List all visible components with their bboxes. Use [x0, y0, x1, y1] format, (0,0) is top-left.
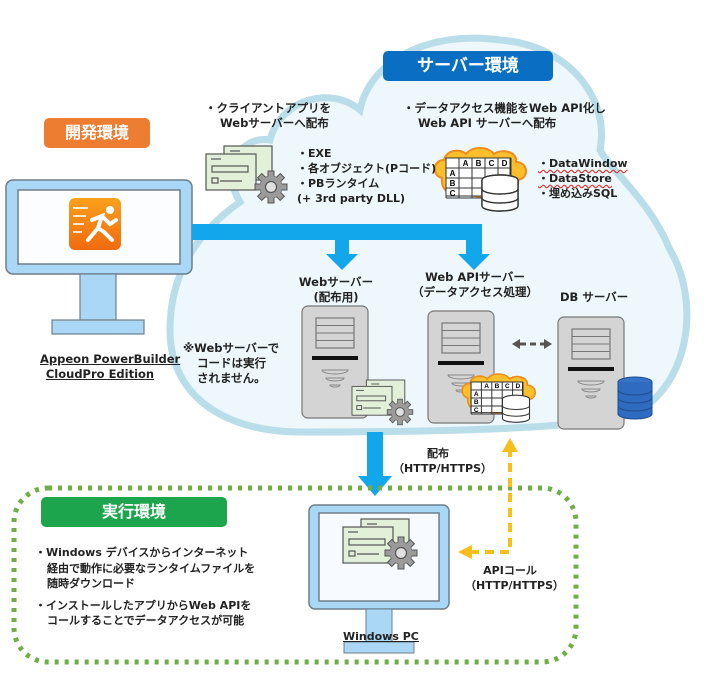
- note-line1: ※Webサーバーで: [183, 341, 280, 355]
- grid-col-header: D: [515, 383, 520, 390]
- client-deploy-title-line1: ・クライアントアプリを: [205, 101, 332, 115]
- deploy-label-line2: （HTTP/HTTPS）: [393, 462, 492, 475]
- client-deploy-list: ・EXE ・各オブジェクト(Pコード) ・PBランタイム (+ 3rd part…: [297, 146, 436, 206]
- grid-row-header: A: [450, 169, 456, 178]
- list-item: ・埋め込みSQL: [538, 187, 618, 200]
- grid-row-header: C: [474, 407, 479, 414]
- exec-bullet1-line1: ・Windows デバイスからインターネット: [35, 546, 249, 559]
- web-server-note: ※Webサーバーで コードは実行 されません。: [183, 341, 279, 386]
- list-item: ・EXE: [297, 147, 332, 160]
- exec-bullet2-line1: ・インストールしたアプリからWeb APIを: [35, 598, 252, 612]
- dev-env-badge: 開発環境: [44, 118, 150, 148]
- exec-bullet1-line2: 経由で動作に必要なランタイムファイルを: [47, 561, 256, 575]
- api-deploy-title-line2: Web API サーバーへ配布: [418, 116, 557, 130]
- note-line3: されません。: [197, 371, 266, 385]
- exec-env-border: [11, 485, 579, 665]
- dev-monitor: [5, 179, 193, 335]
- list-item: ・各オブジェクト(Pコード): [297, 162, 437, 175]
- database-icon: [481, 174, 519, 212]
- list-item: ・DataStore: [538, 172, 612, 185]
- web-server-label: Webサーバー (配布用): [296, 275, 376, 305]
- grid-col-header: C: [489, 159, 495, 168]
- grid-col-header: B: [495, 383, 500, 390]
- grid-col-header: D: [502, 159, 508, 168]
- deploy-arrows: [192, 224, 490, 496]
- grid-col-header: B: [476, 159, 482, 168]
- list-item: ・PBランタイム: [297, 177, 380, 190]
- webapi-server-label: Web APIサーバー （データアクセス処理）: [400, 270, 550, 300]
- db-server-label: DB サーバー: [560, 290, 629, 304]
- deploy-label-line1: 配布: [427, 447, 449, 460]
- grid-col-header: C: [505, 383, 510, 390]
- grid-row-header: B: [450, 179, 456, 188]
- api-call-label-line2: （HTTP/HTTPS）: [465, 579, 564, 592]
- server-env-badge: サーバー環境: [383, 51, 553, 81]
- grid-row-header: A: [474, 391, 479, 398]
- grid-row-header: C: [450, 189, 456, 198]
- exec-bullet1-line3: 随時ダウンロード: [47, 577, 135, 590]
- windows-pc-label: Windows PC: [343, 630, 419, 643]
- db-connection-arrow: [512, 339, 552, 349]
- list-item: (+ 3rd party DLL): [297, 192, 406, 205]
- dev-tool-label-line2: CloudPro Edition: [45, 367, 155, 381]
- api-call-label-line1: APIコール: [483, 564, 537, 577]
- web-server-label-line1: Webサーバー: [298, 275, 374, 289]
- db-cylinder-icon: [617, 376, 653, 420]
- grid-row-header: B: [474, 399, 479, 406]
- exec-notes: ・Windows デバイスからインターネット 経由で動作に必要なランタイムファイ…: [35, 545, 255, 629]
- grid-col-header: A: [484, 383, 489, 390]
- webapi-server-label-line2: （データアクセス処理）: [412, 285, 538, 299]
- dev-tool-label-line1: Appeon PowerBuilder: [40, 352, 181, 366]
- exec-env-badge: 実行環境: [41, 497, 227, 527]
- api-deploy-list: ・DataWindow ・DataStore ・埋め込みSQL: [538, 156, 628, 201]
- grid-col-header: A: [463, 159, 469, 168]
- dev-tool-label: Appeon PowerBuilder CloudPro Edition: [40, 352, 181, 382]
- pc-app-icon: [342, 518, 418, 570]
- client-deploy-title: ・クライアントアプリを Webサーバーへ配布: [205, 101, 331, 131]
- client-deploy-title-line2: Webサーバーへ配布: [220, 116, 329, 130]
- exec-bullet2-line2: コールすることでデータアクセスが可能: [47, 614, 245, 627]
- powerbuilder-logo-icon: [69, 198, 121, 250]
- db-server-icon: [557, 316, 625, 430]
- api-call-label: APIコール （HTTP/HTTPS）: [465, 563, 564, 593]
- list-item: ・DataWindow: [538, 157, 628, 170]
- api-call-arrow: [470, 448, 512, 554]
- api-deploy-title-line1: ・データアクセス機能をWeb API化し: [403, 101, 606, 115]
- web-server-label-line2: (配布用): [313, 290, 359, 304]
- note-line2: コードは実行: [197, 356, 266, 370]
- webapi-server-label-line1: Web APIサーバー: [425, 270, 525, 284]
- api-deploy-title: ・データアクセス機能をWeb API化し Web API サーバーへ配布: [403, 101, 606, 131]
- deploy-protocol-label: 配布 （HTTP/HTTPS）: [393, 446, 492, 476]
